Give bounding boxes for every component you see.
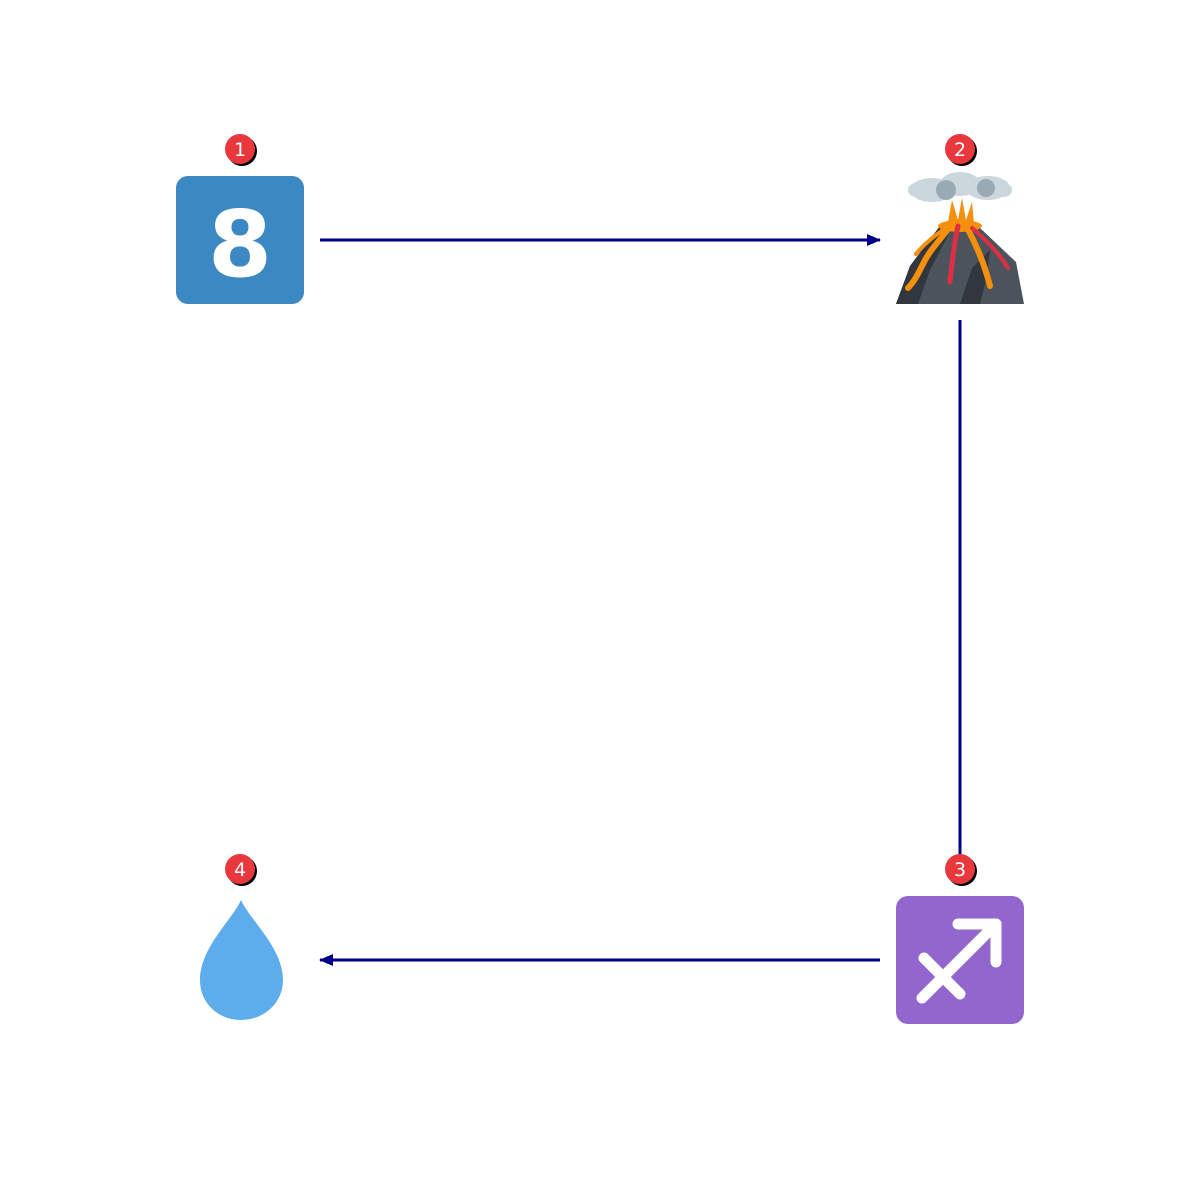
node-3 (896, 896, 1024, 1024)
step-badge-2: 2 (945, 134, 977, 166)
droplet-icon (200, 900, 283, 1020)
node-4 (200, 900, 283, 1020)
step-number: 3 (954, 859, 966, 881)
node-2 (896, 172, 1024, 304)
volcano-icon (896, 172, 1024, 304)
sagittarius-icon (896, 896, 1024, 1024)
keycap-digit-eight-icon: 8 (176, 176, 304, 304)
step-number: 2 (954, 139, 966, 161)
step-badge-3: 3 (945, 854, 977, 886)
keycap-glyph: 8 (208, 191, 272, 298)
step-badge-4: 4 (225, 854, 257, 886)
step-number: 1 (234, 139, 246, 161)
step-badge-1: 1 (225, 134, 257, 166)
step-number: 4 (234, 859, 246, 881)
node-1: 8 (176, 176, 304, 304)
